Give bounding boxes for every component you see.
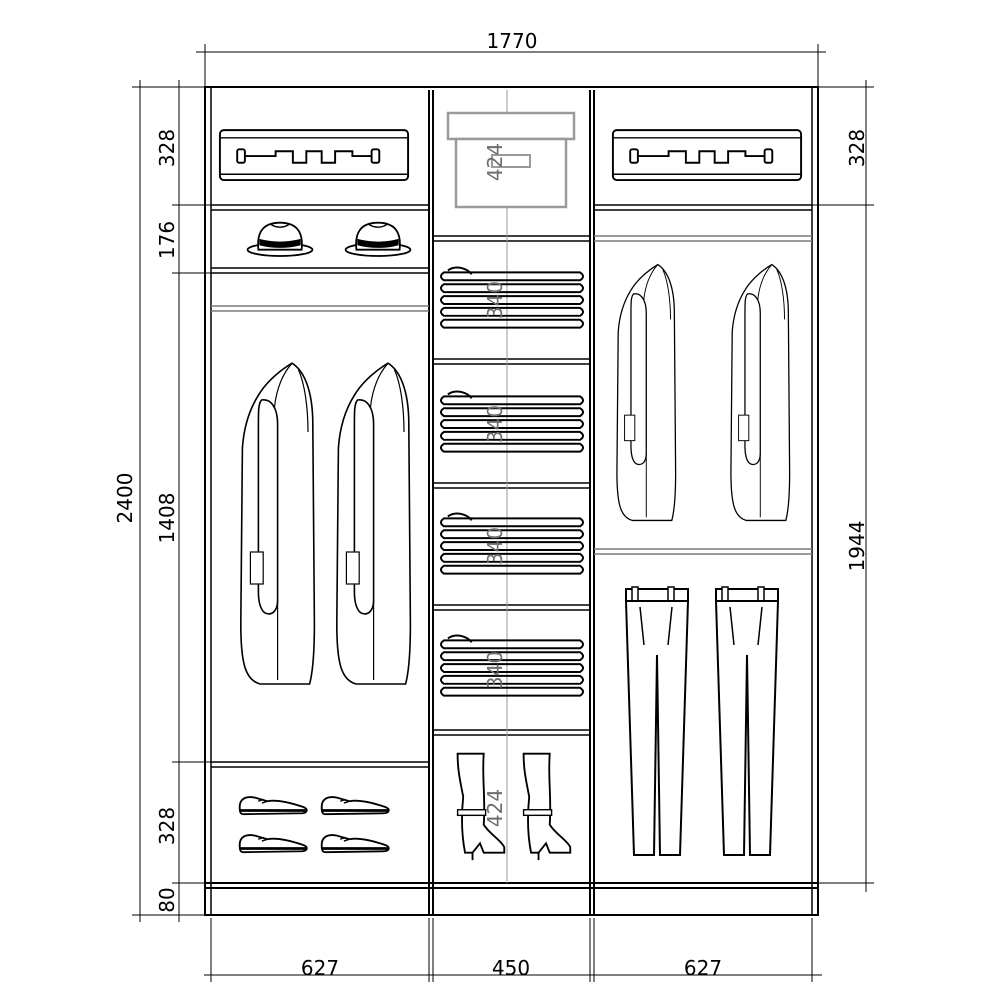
dimension-lines [132, 44, 874, 982]
col-mid-width-label: 450 [492, 956, 530, 980]
left-top-box-label: 328 [155, 129, 179, 167]
jacket-icon [335, 362, 412, 685]
overall-height-label: 2400 [113, 473, 137, 524]
suitcase-icon [611, 129, 803, 182]
hat-icon [344, 221, 412, 257]
mid-shelf-3-label: 340 [483, 527, 507, 565]
col-left-width-label: 627 [301, 956, 339, 980]
right-column-shelves [594, 204, 812, 555]
folded-clothes-icon [439, 390, 585, 453]
right-hanging-label: 1944 [845, 521, 869, 572]
shoe-icon [320, 833, 391, 854]
mid-bottom-box-label: 424 [483, 789, 507, 827]
boot-icon [522, 752, 572, 862]
trousers-icon [714, 585, 780, 857]
left-column-shelves [211, 204, 429, 768]
mid-shelf-2-label: 340 [483, 405, 507, 443]
mid-top-box-label: 424 [483, 143, 507, 181]
wardrobe-frame [204, 86, 819, 916]
col-right-width-label: 627 [684, 956, 722, 980]
mid-shelf-1-label: 340 [483, 281, 507, 319]
folded-clothes-icon [439, 634, 585, 697]
hat-icon [246, 221, 314, 257]
suitcase-icon [218, 129, 410, 182]
left-shoe-shelf-label: 328 [155, 807, 179, 845]
mid-shelf-4-label: 340 [483, 651, 507, 689]
shoe-icon [238, 795, 309, 816]
storage-box-icon [446, 111, 576, 209]
right-top-box-label: 328 [845, 129, 869, 167]
left-hanging-label: 1408 [155, 493, 179, 544]
jacket-icon [730, 263, 791, 522]
overall-width-label: 1770 [487, 29, 538, 53]
trousers-icon [624, 585, 690, 857]
middle-column-shelves [433, 90, 590, 883]
jacket-icon [239, 362, 316, 685]
shoe-icon [238, 833, 309, 854]
jacket-icon [616, 263, 677, 522]
left-hat-shelf-label: 176 [155, 221, 179, 259]
folded-clothes-icon [439, 266, 585, 329]
plinth-label: 80 [155, 887, 179, 912]
folded-clothes-icon [439, 512, 585, 575]
shoe-icon [320, 795, 391, 816]
